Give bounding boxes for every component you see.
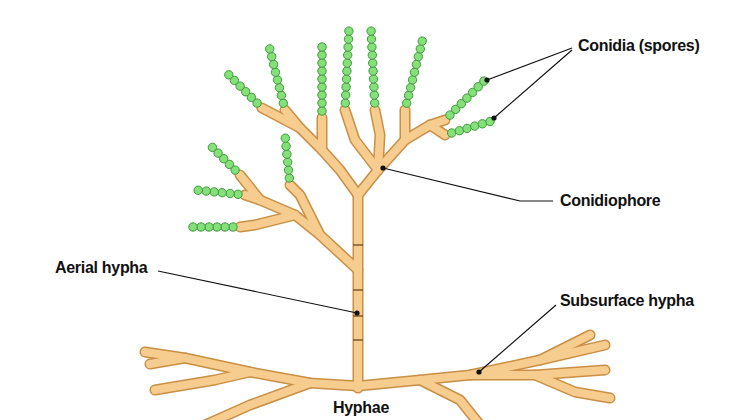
conidium [342,83,350,91]
part-label: Conidiophore [560,191,660,211]
conidium [471,122,479,130]
conidium [218,189,226,197]
conidia-chains [189,27,494,231]
conidium [283,150,291,158]
conidium [368,43,376,51]
conidium [369,67,377,75]
conidium [344,43,352,51]
conidium [266,45,274,53]
conidium [229,223,237,231]
conidium [205,223,213,231]
conidium [342,75,350,83]
leader-dots [354,77,496,374]
part-label: Hyphae [333,398,389,418]
conidium [268,52,276,60]
conidium [418,37,426,45]
conidium [344,51,352,59]
conidium [369,59,377,67]
conidium [284,166,292,174]
conidium [221,223,229,231]
conidium [275,84,283,92]
conidium [208,143,216,151]
conidium [318,107,326,115]
part-label: Subsurface hypha [560,291,694,311]
leader-lines [158,48,572,372]
conidium [234,190,242,198]
conidium [318,83,326,91]
conidium [371,99,379,107]
conidium [281,134,289,142]
conidium [412,60,420,68]
conidium [448,129,456,137]
conidium [367,35,375,43]
conidium [403,99,411,107]
septa [353,245,363,340]
conidium [406,84,414,92]
conidium [408,76,416,84]
conidium [210,188,218,196]
conidium [318,67,326,75]
conidium [369,75,377,83]
conidium [277,91,285,99]
conidium [318,59,326,67]
hypha-fill [145,108,610,420]
conidium [271,68,279,76]
part-label: Conidia (spores) [578,36,699,56]
conidium [368,51,376,59]
conidium [318,51,326,59]
conidium [404,91,412,99]
conidium [318,43,326,51]
conidium [318,75,326,83]
conidium [279,99,287,107]
conidium [194,186,202,194]
conidium [410,68,418,76]
part-label: Aerial hypha [55,258,147,278]
conidium [370,83,378,91]
conidium [478,120,486,128]
conidium [285,174,293,182]
conidium [463,124,471,132]
conidium [197,223,205,231]
conidium [273,76,281,84]
conidium [343,59,351,67]
conidium [318,91,326,99]
conidium [370,91,378,99]
conidium [416,45,424,53]
conidium [367,27,375,35]
conidium [225,71,233,79]
conidium [282,142,290,150]
conidium [284,158,292,166]
conidium [343,67,351,75]
conidium [226,189,234,197]
conidium [189,223,197,231]
conidium [202,187,210,195]
conidium [213,223,221,231]
conidium [345,27,353,35]
conidium [414,52,422,60]
conidium [342,91,350,99]
conidium [341,99,349,107]
hypha-outline [145,108,610,420]
conidium [455,127,463,135]
conidium [344,35,352,43]
conidium [269,60,277,68]
conidium [318,99,326,107]
